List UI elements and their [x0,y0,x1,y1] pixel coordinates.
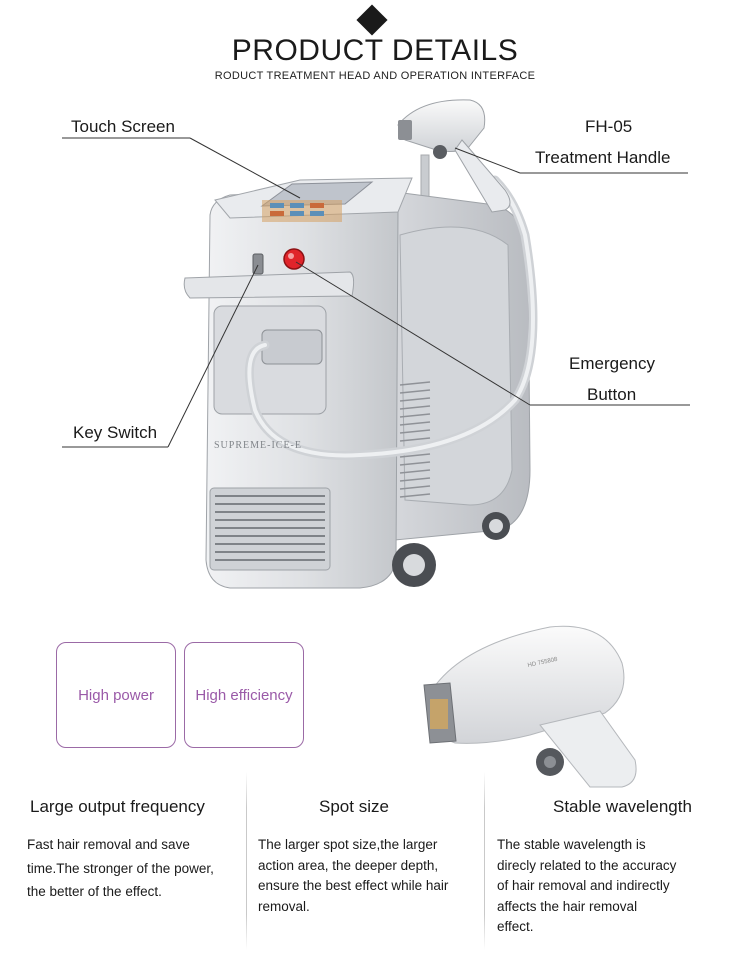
text-line: action area, the deeper depth, [258,857,439,873]
text-line: The stable wavelength is [497,837,646,852]
text-line: affects the hair removal [497,898,638,914]
column-title-output: Large output frequency [30,797,205,816]
feature-box-high-efficiency: High efficiency [184,642,304,748]
emergency-label-line2: Button [587,385,637,404]
feature-box-label: High power [78,686,154,704]
treatment-handle [397,99,511,213]
text-line: direcly related to the accuracy [497,857,677,873]
brand-text: SUPREME-ICE-E [214,440,302,451]
page-subtitle: RODUCT TREATMENT HEAD AND OPERATION INTE… [214,70,536,82]
column-divider [246,772,247,950]
column-divider [484,772,485,950]
text-line: removal. [258,898,310,914]
model-label: FH-05 [585,117,633,136]
text-line: effect. [497,919,534,934]
wheel-icon [392,512,510,587]
text-line: of hair removal and indirectly [497,878,670,893]
column-text-spot-size: The larger spot size,the larger action a… [258,835,480,917]
front-grille [209,487,331,571]
column-title-wavelength: Stable wavelength [553,797,692,816]
page-title: PRODUCT DETAILS [231,34,519,67]
text-line: The larger spot size,the larger [258,837,438,852]
emergency-button [283,248,305,270]
text-line: ensure the best effect while hair [258,878,449,893]
text-line: time.The stronger of the power, [27,860,214,876]
laser-machine-illustration: SUPREME-ICE-E [62,99,690,589]
touch-screen-label: Touch Screen [71,117,175,136]
feature-box-high-power: High power [56,642,176,748]
touch-screen [260,181,374,222]
emergency-label-line1: Emergency [569,354,655,373]
text-line: the better of the effect. [27,884,162,899]
key-switch-label: Key Switch [73,423,158,442]
text-line: Fast hair removal and save [27,837,190,852]
column-text-wavelength: The stable wavelength is direcly related… [497,835,737,938]
side-vents [399,381,431,498]
column-text-output: Fast hair removal and save time.The stro… [27,835,242,903]
feature-box-label: High efficiency [195,686,293,704]
treatment-handle-label: Treatment Handle [535,148,671,167]
handpiece-illustration: HD 755808 [423,625,637,788]
column-title-spot-size: Spot size [319,797,389,816]
